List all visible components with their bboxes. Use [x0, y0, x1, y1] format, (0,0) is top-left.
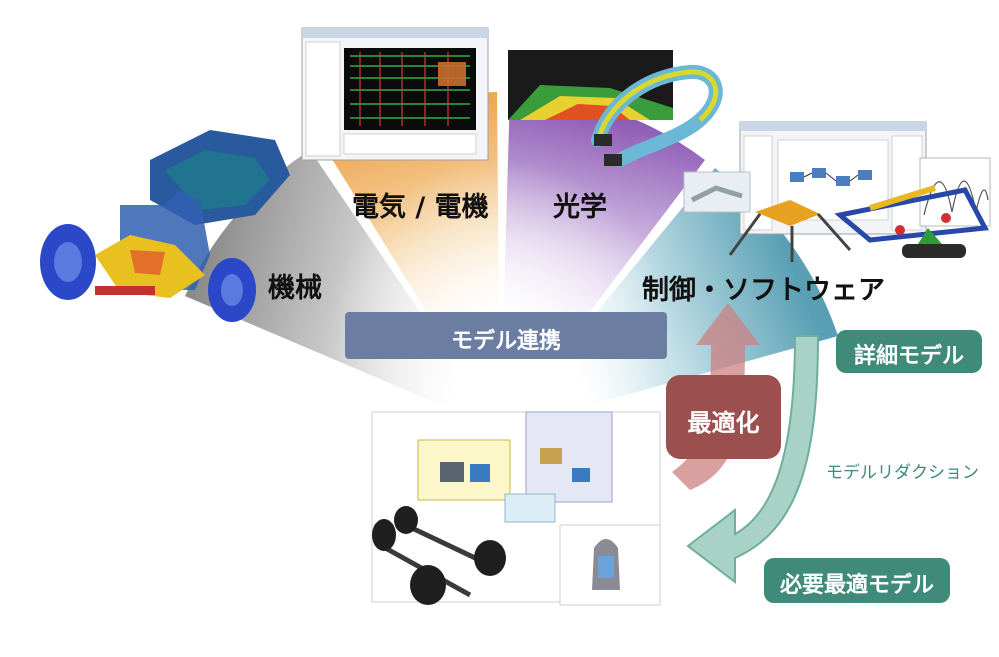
electrical-software-screenshot: [301, 27, 489, 161]
label-optics: 光学: [553, 192, 607, 223]
mechanical-simulation-image: [40, 130, 290, 322]
control-software-screenshot: [683, 121, 991, 262]
model-reduction-label: モデルリダクション: [826, 463, 979, 483]
required-model-pill: [764, 558, 950, 603]
optimize-box: [666, 375, 781, 459]
optics-simulation-image: [508, 50, 723, 167]
required-model-label: 必要最適モデル: [779, 573, 934, 598]
optimize-label: 最適化: [687, 409, 760, 437]
center-label: モデル連携: [450, 329, 561, 354]
detail-model-label: 詳細モデル: [853, 344, 964, 369]
center-bar: [345, 312, 667, 359]
label-control: 制御・ソフトウェア: [642, 275, 885, 306]
model-reduction-arrow: [686, 335, 820, 585]
label-electrical: 電気 / 電機: [352, 192, 489, 223]
label-mechanical: 機械: [268, 273, 322, 304]
system-model-diagram-image: [371, 411, 661, 606]
detail-model-pill: [836, 330, 982, 373]
